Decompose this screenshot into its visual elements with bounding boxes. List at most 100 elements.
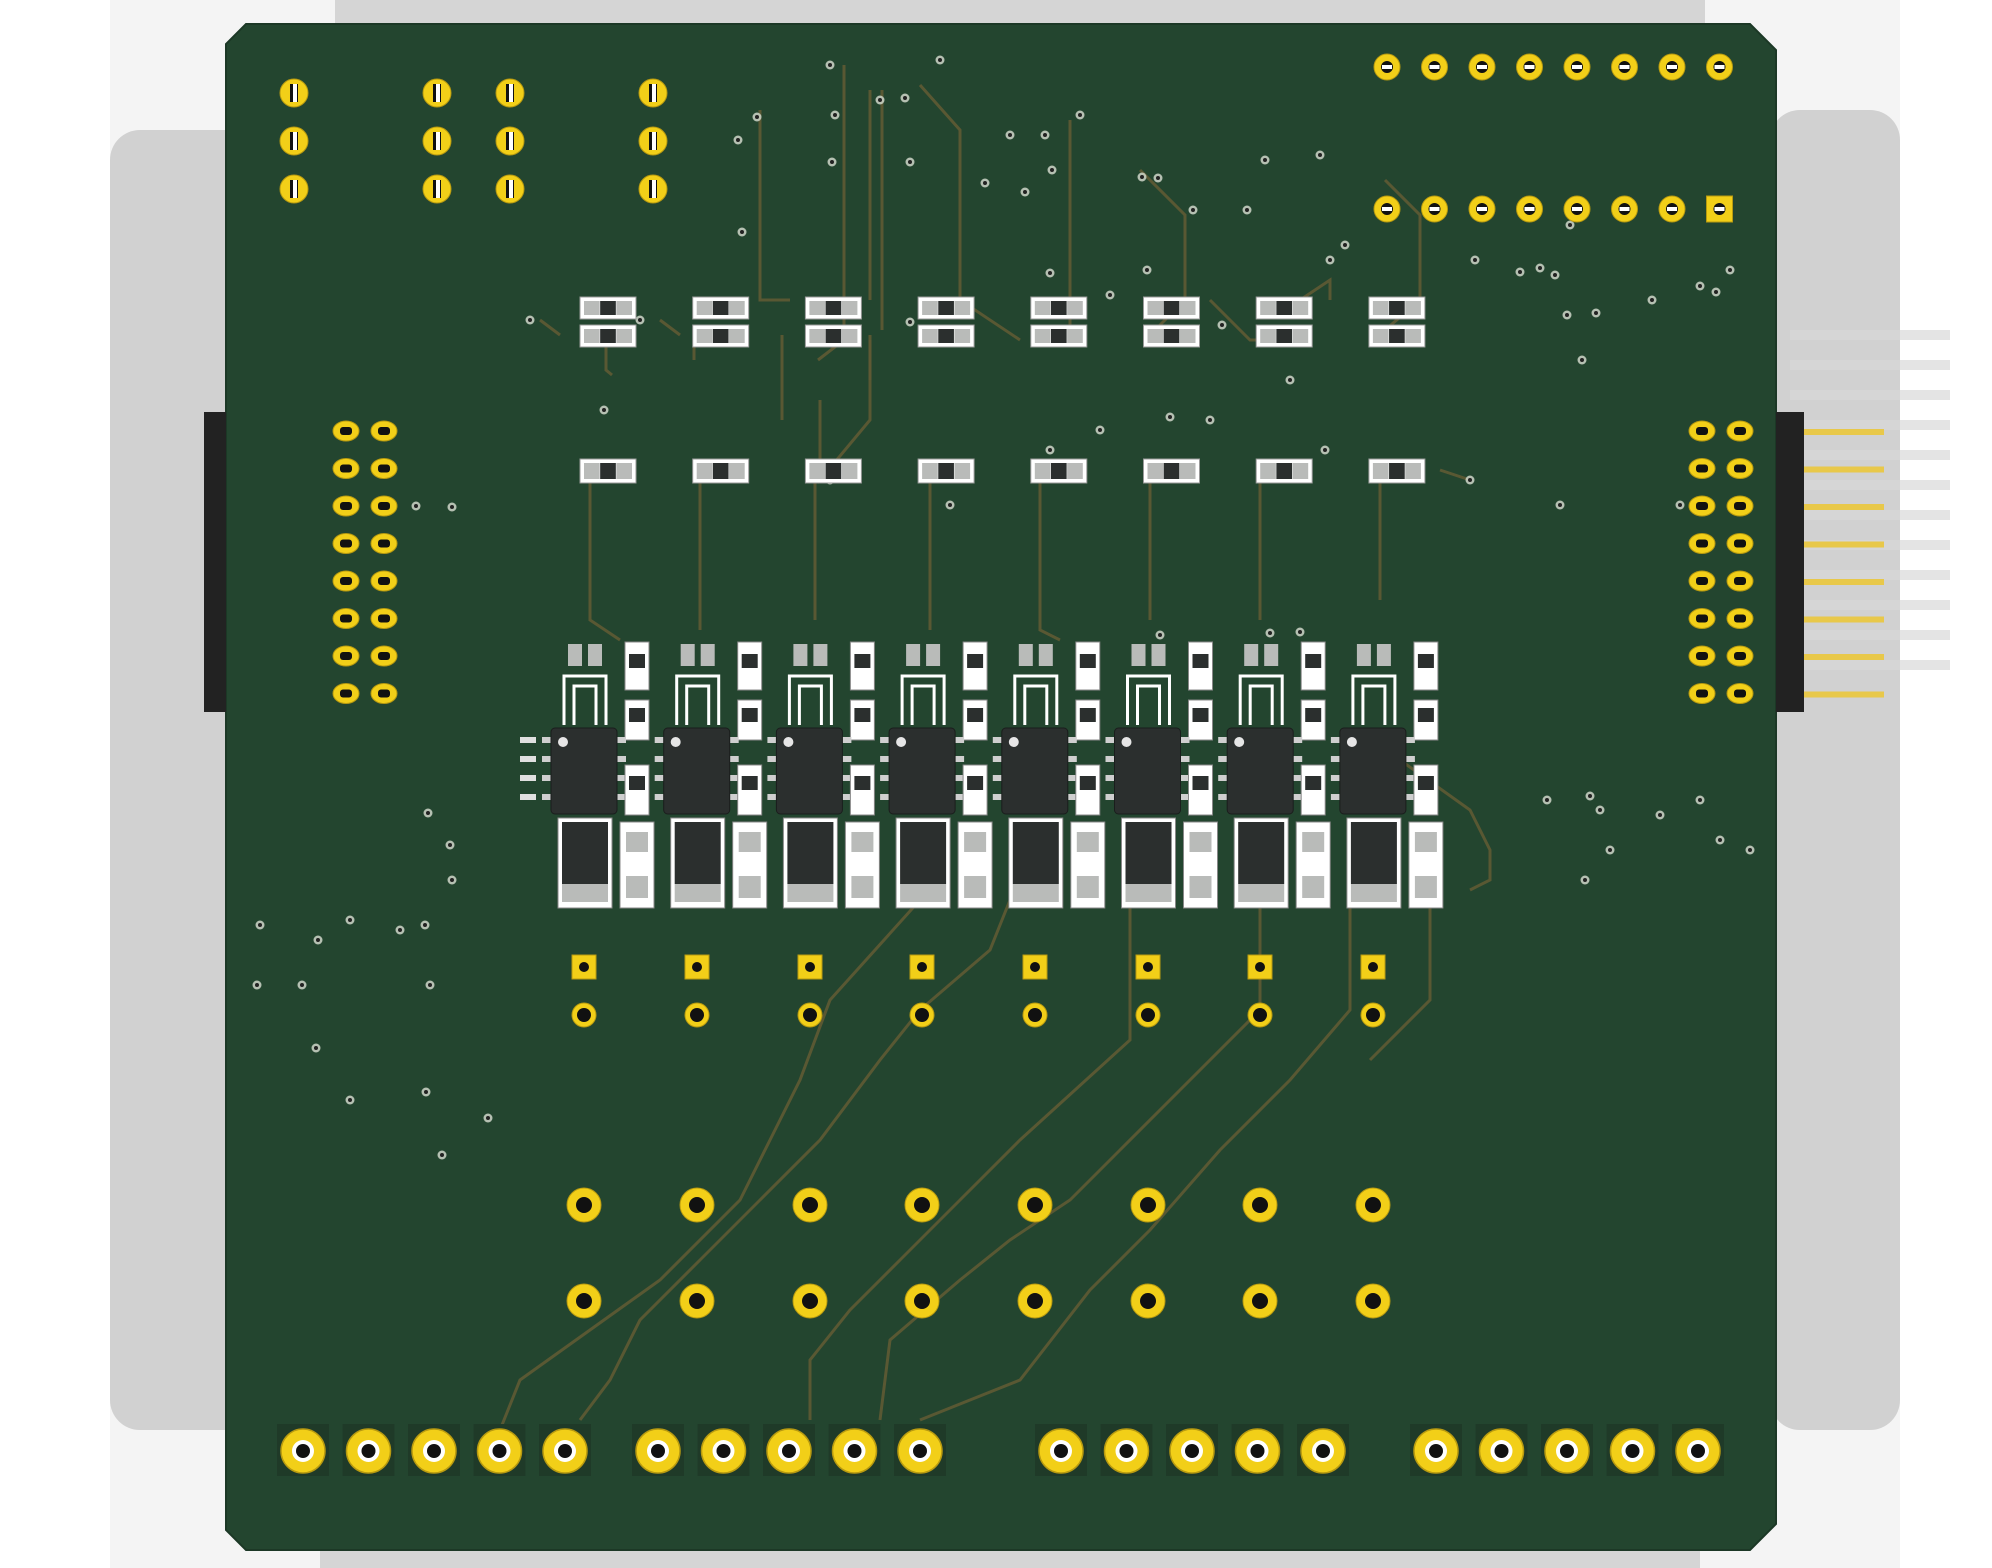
ghost-pin xyxy=(1790,330,1950,340)
smd-resistor-end xyxy=(1292,463,1309,479)
smd-resistor-end xyxy=(584,463,600,479)
smd-cap-top-end xyxy=(1405,301,1421,315)
ic-pin-right xyxy=(1288,794,1303,800)
smd-cap-top-end xyxy=(696,301,713,315)
trace-25 xyxy=(578,899,1012,1421)
left-pin-header xyxy=(204,412,398,712)
cap-pad xyxy=(1302,876,1325,898)
ic-pin-left xyxy=(880,794,895,800)
ic-pin-left xyxy=(880,737,895,743)
smd-cap-top-end xyxy=(584,301,600,315)
side-smd-core xyxy=(1305,708,1322,722)
large-pad-lower-drill xyxy=(1140,1293,1156,1309)
ic-pin-left xyxy=(542,775,556,781)
via-hole-24 xyxy=(1518,270,1522,274)
ic-pin1-dot xyxy=(670,737,681,747)
side-smd-core xyxy=(967,776,984,790)
via-hole-1 xyxy=(828,63,832,67)
right-header-lead xyxy=(1804,691,1884,698)
smd-resistor-end xyxy=(1147,463,1164,479)
test-pad-square-drill xyxy=(805,962,815,972)
terminal-drill xyxy=(1691,1444,1705,1458)
ic-pin1-dot xyxy=(1008,737,1019,747)
via-hole-4 xyxy=(833,113,837,117)
pin-slot xyxy=(1382,65,1392,69)
side-smd-core xyxy=(1417,654,1434,668)
via-hole-82 xyxy=(1298,630,1302,634)
terminal-drill xyxy=(716,1444,731,1458)
ic-pin-right xyxy=(1175,737,1190,743)
via-hole-65 xyxy=(1220,323,1224,327)
via-hole-84 xyxy=(908,320,912,324)
test-pad-round-drill xyxy=(1141,1008,1155,1022)
large-pad-lower-drill xyxy=(576,1293,592,1309)
smd-cap-bottom-end xyxy=(1179,329,1196,343)
pad-small xyxy=(588,644,602,666)
via-hole-12 xyxy=(1050,168,1054,172)
ic-body xyxy=(1226,727,1294,815)
ic-pin-right xyxy=(724,775,739,781)
frame-inner xyxy=(572,684,598,725)
sip-highlight xyxy=(652,132,656,150)
cap-pad xyxy=(626,832,648,852)
left-header-drill xyxy=(340,464,352,473)
ic-body xyxy=(1001,727,1069,815)
ic-body xyxy=(663,727,731,815)
smd-cap-top-end xyxy=(1372,301,1389,315)
ic-pin-right xyxy=(612,775,626,781)
pin-slot xyxy=(1619,65,1630,69)
left-header-drill xyxy=(340,577,352,585)
ic-pin-right xyxy=(950,794,965,800)
smd-resistor-body xyxy=(1163,463,1180,479)
pad-small xyxy=(1151,644,1166,666)
smd-resistor-body xyxy=(938,463,954,479)
ghost-pin xyxy=(1790,630,1950,640)
via-hole-73 xyxy=(1323,448,1327,452)
frame-outline xyxy=(1238,674,1284,725)
via-hole-33 xyxy=(1714,290,1718,294)
test-pad-round-drill xyxy=(803,1008,817,1022)
ghost-pin xyxy=(1790,600,1950,610)
via-hole-47 xyxy=(414,504,418,508)
smd-cap-bottom-body xyxy=(1276,329,1293,343)
ic-pin1-dot xyxy=(896,737,907,747)
smd-cap-top-end xyxy=(841,301,858,315)
test-pad-square-drill xyxy=(1143,962,1153,972)
ic-pin-right xyxy=(724,756,739,762)
ic-pin-right xyxy=(837,756,852,762)
trace-23 xyxy=(1399,758,1492,892)
right-pin-header xyxy=(1688,412,1884,712)
ic-pin-left xyxy=(767,737,782,743)
ic-pin-left xyxy=(992,756,1007,762)
terminal-drill xyxy=(651,1444,665,1458)
via-hole-85 xyxy=(602,408,606,412)
smd-capacitor-row xyxy=(579,296,1426,348)
trace-21 xyxy=(818,340,872,485)
via-hole-10 xyxy=(1078,113,1082,117)
via-hole-27 xyxy=(1568,223,1572,227)
ghost-right-body xyxy=(1770,110,1900,1430)
via-hole-11 xyxy=(1043,133,1047,137)
cap-pad xyxy=(738,832,761,852)
ic-body xyxy=(1339,727,1407,815)
pin-slot xyxy=(1572,207,1582,211)
right-header-lead xyxy=(1804,429,1884,435)
cap-pad xyxy=(1414,876,1437,898)
frame-outline xyxy=(1351,674,1397,725)
test-pad-square-drill xyxy=(1030,962,1040,972)
test-pad-round-drill xyxy=(577,1008,591,1022)
smd-cap-top-end xyxy=(922,301,938,315)
smd-cap-bottom-end xyxy=(1067,329,1083,343)
via-hole-29 xyxy=(1565,313,1569,317)
right-header-drill xyxy=(1734,502,1746,510)
pin-slot xyxy=(1477,207,1487,211)
cap-pad xyxy=(1076,876,1099,898)
via-hole-39 xyxy=(1598,808,1602,812)
test-pad-square-drill xyxy=(1368,962,1378,972)
ic-pin-left xyxy=(767,794,782,800)
pad-small xyxy=(793,644,808,666)
side-smd-core xyxy=(1079,654,1096,668)
bottom-terminal-blocks xyxy=(277,1424,1724,1476)
via-hole-83 xyxy=(1168,415,1172,419)
